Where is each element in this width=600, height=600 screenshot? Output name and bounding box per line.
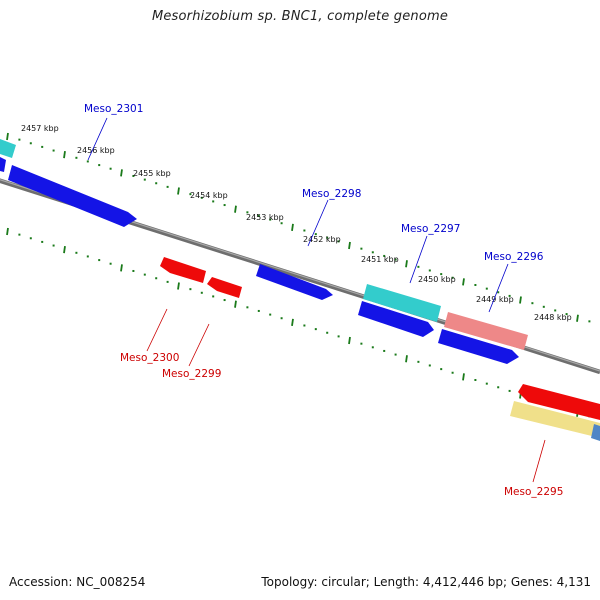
upper-major-tick [291, 223, 294, 231]
gene-arrow-meso-2297-cyan[interactable] [363, 284, 441, 322]
gene-arrow-steel[interactable] [591, 424, 600, 441]
kbp-labels: 2457 kbp 2456 kbp 2455 kbp 2454 kbp 2453… [21, 124, 572, 322]
gene-label-meso-2298[interactable]: Meso_2298 [302, 188, 361, 200]
gene-arrow-blue[interactable] [0, 157, 6, 172]
upper-tick-row [6, 132, 591, 323]
leader-meso-2299 [188, 323, 210, 367]
gene-label-meso-2297[interactable]: Meso_2297 [401, 223, 460, 235]
lower-major-tick [63, 246, 66, 254]
gene-label-meso-2295[interactable]: Meso_2295 [504, 486, 563, 498]
lower-major-tick [405, 355, 408, 363]
upper-major-tick [519, 296, 522, 304]
upper-major-tick [348, 241, 351, 250]
kbp-label: 2449 kbp [476, 295, 514, 304]
upper-major-tick [234, 205, 237, 213]
leader-meso-2300 [146, 308, 168, 352]
lower-major-tick [462, 373, 465, 381]
leader-meso-2296 [488, 263, 509, 313]
gene-label-meso-2301[interactable]: Meso_2301 [84, 103, 143, 115]
gene-arrow-meso-2298[interactable] [256, 264, 333, 300]
kbp-label: 2452 kbp [303, 235, 341, 244]
leader-meso-2301 [87, 117, 108, 161]
gene-label-meso-2299[interactable]: Meso_2299 [162, 368, 221, 380]
upper-major-tick [6, 132, 9, 141]
accession-text: Accession: NC_008254 [9, 575, 146, 589]
kbp-label: 2448 kbp [534, 313, 572, 322]
gene-arrow-meso-2301[interactable] [8, 165, 137, 227]
gene-arrow-meso-2300[interactable] [160, 257, 206, 283]
kbp-label: 2450 kbp [418, 275, 456, 284]
map-title: Mesorhizobium sp. BNC1, complete genome [151, 9, 449, 24]
gene-arrow-red-right[interactable] [518, 384, 600, 420]
gene-label-meso-2300[interactable]: Meso_2300 [120, 352, 179, 364]
gene-arrow-cyan[interactable] [0, 139, 16, 158]
gene-arrow-meso-2296-pink[interactable] [444, 312, 528, 350]
label-leaders [87, 117, 546, 483]
reverse-genes [160, 257, 600, 441]
forward-genes [0, 139, 528, 364]
leader-meso-2295 [532, 439, 546, 483]
gene-arrow-meso-2299[interactable] [207, 277, 242, 298]
lower-major-tick [291, 318, 294, 326]
upper-major-tick [405, 260, 408, 268]
gene-label-meso-2296[interactable]: Meso_2296 [484, 251, 544, 263]
kbp-label: 2456 kbp [77, 146, 115, 155]
upper-major-tick [576, 314, 579, 322]
lower-tick-row [6, 227, 591, 418]
kbp-label: 2454 kbp [190, 191, 228, 200]
gene-arrow-blue-2[interactable] [358, 301, 434, 337]
kbp-label: 2451 kbp [361, 255, 399, 264]
kbp-label: 2453 kbp [246, 213, 284, 222]
lower-major-tick [348, 336, 351, 345]
leader-meso-2298 [307, 199, 329, 247]
kbp-label: 2455 kbp [133, 169, 171, 178]
lower-major-tick [177, 282, 180, 290]
lower-major-tick [120, 264, 123, 272]
upper-major-tick [63, 151, 66, 159]
gene-arrow-meso-2295-yellow[interactable] [510, 401, 600, 438]
leader-meso-2297 [409, 235, 428, 284]
lower-major-tick [6, 227, 9, 236]
gene-arrow-blue-3[interactable] [438, 329, 519, 364]
genome-summary-text: Topology: circular; Length: 4,412,446 bp… [261, 575, 591, 589]
kbp-label: 2457 kbp [21, 124, 59, 133]
gene-labels: Meso_2301 Meso_2298 Meso_2297 Meso_2296 … [84, 103, 563, 498]
lower-major-tick [234, 300, 237, 308]
upper-major-tick [120, 169, 123, 177]
upper-major-tick [462, 278, 465, 286]
upper-major-tick [177, 187, 180, 195]
